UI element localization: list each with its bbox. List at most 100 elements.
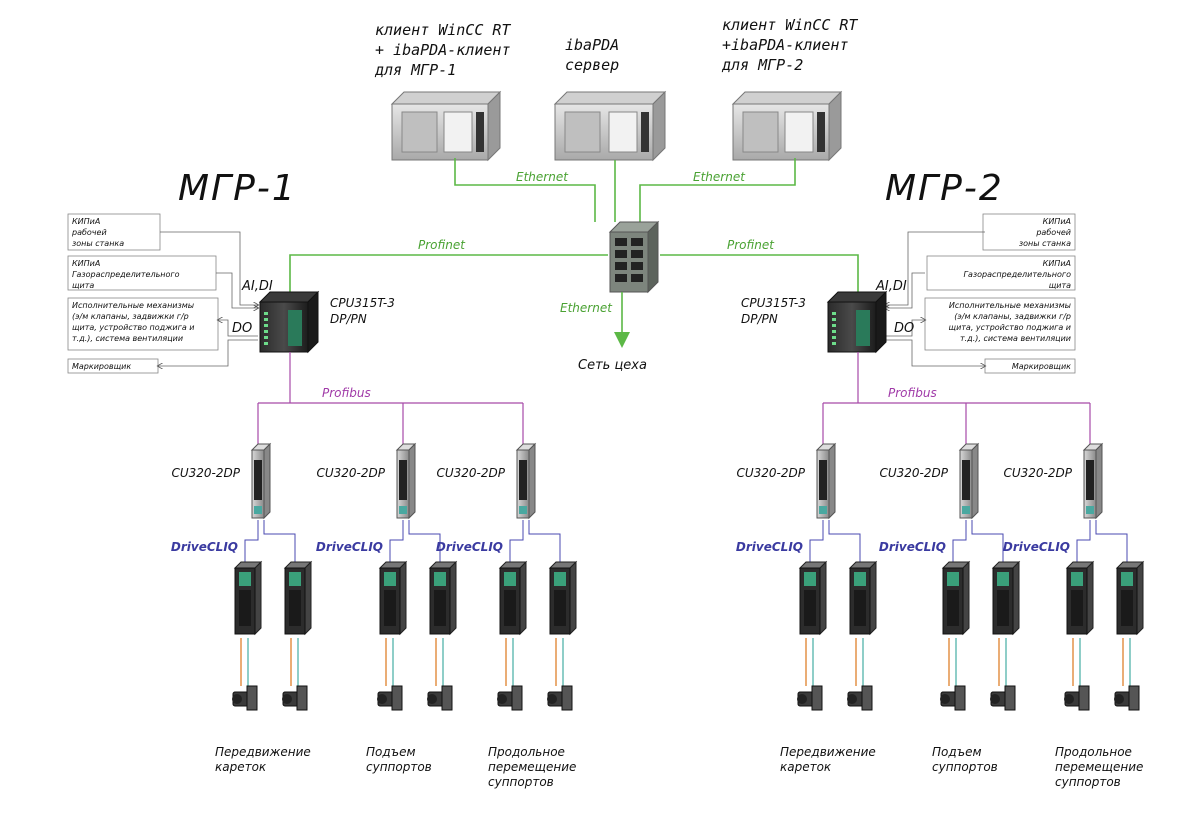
box-text-line: Маркировщик <box>1012 362 1071 371</box>
box-kipia-work-zone: КИПиА рабочей зоны станка <box>982 213 1076 251</box>
drivecliq-link <box>244 520 296 566</box>
cu320-module-icon <box>395 442 417 520</box>
axis-label: Передвижение <box>215 745 311 759</box>
io-connectors <box>158 231 258 366</box>
motor-module-icon <box>991 560 1021 636</box>
io-output-label: DO <box>894 321 914 336</box>
cpu-label-2: DP/PN <box>741 312 778 326</box>
box-text-line: рабочей <box>1035 228 1071 237</box>
drivecliq-label: DriveCLIQ <box>316 540 383 554</box>
cu320-label: CU320-2DP <box>736 466 805 480</box>
drivecliq-label: DriveCLIQ <box>1003 540 1070 554</box>
axis-label: кареток <box>780 760 832 774</box>
cu320-label: CU320-2DP <box>1003 466 1072 480</box>
motor-cable <box>290 638 299 686</box>
drivecliq-label: DriveCLIQ <box>736 540 803 554</box>
axis-label: суппортов <box>932 760 998 774</box>
motor-module-icon <box>798 560 828 636</box>
box-text-line: (э/м клапаны, задвижки г/р <box>954 312 1071 321</box>
box-text-line: щита <box>1049 281 1071 290</box>
profinet-links <box>289 254 859 300</box>
box-text-line: (э/м клапаны, задвижки г/р <box>72 312 189 321</box>
ethernet-label-right: Ethernet <box>693 170 746 184</box>
io-output-label: DO <box>232 321 252 336</box>
motor-module-icon <box>378 560 408 636</box>
profibus-label: Profibus <box>888 386 937 400</box>
box-marker: Маркировщик <box>984 358 1076 374</box>
cpu-label-2: DP/PN <box>330 312 367 326</box>
profibus-label: Profibus <box>322 386 371 400</box>
motor-cable <box>555 638 564 686</box>
plc-cpu-icon <box>258 290 320 354</box>
cu320-module-icon <box>1082 442 1104 520</box>
box-text-line: КИПиА <box>72 217 100 226</box>
profibus-bus <box>257 352 524 446</box>
servo-motor-icon <box>427 685 453 711</box>
server-right-line-1: клиент WinCC RT <box>722 16 858 34</box>
ethernet-label-left: Ethernet <box>516 170 569 184</box>
axis-label: Подъем <box>366 745 416 759</box>
box-text-line: КИПиА <box>1043 217 1071 226</box>
cu320-module-icon <box>515 442 537 520</box>
box-text-line: щита, устройство поджига и <box>72 323 194 332</box>
servo-motor-icon <box>990 685 1016 711</box>
servo-motor-icon <box>1064 685 1090 711</box>
servo-motor-icon <box>377 685 403 711</box>
drivecliq-label: DriveCLIQ <box>436 540 503 554</box>
server-rack-left-icon <box>390 90 502 162</box>
box-text-line: Исполнительные механизмы <box>949 301 1071 310</box>
drivecliq-label: DriveCLIQ <box>879 540 946 554</box>
drivecliq-link <box>1076 520 1128 566</box>
server-right: клиент WinCC RT +ibaPDA-клиент для МГР-2 <box>721 16 858 162</box>
server-right-line-3: для МГР-2 <box>721 56 803 74</box>
profinet-label-right: Profinet <box>727 238 775 252</box>
server-left-line-2: + ibaPDA-клиент <box>375 41 510 59</box>
motor-module-icon <box>233 560 263 636</box>
servo-motor-icon <box>282 685 308 711</box>
drivecliq-link <box>809 520 861 566</box>
motor-module-icon <box>283 560 313 636</box>
box-text-line: зоны станка <box>1019 239 1071 248</box>
server-left-line-1: клиент WinCC RT <box>375 21 511 39</box>
server-center-line-1: ibaPDA <box>565 36 619 54</box>
motor-cable <box>240 638 249 686</box>
axis-label: кареток <box>215 760 267 774</box>
server-right-line-2: +ibaPDA-клиент <box>722 36 848 54</box>
axis-label: суппортов <box>1055 775 1121 789</box>
motor-module-icon <box>498 560 528 636</box>
box-text-line: т.д.), система вентиляции <box>960 334 1071 343</box>
axis-label: перемещение <box>1055 760 1143 774</box>
axis-label: Передвижение <box>780 745 876 759</box>
server-rack-right-icon <box>731 90 843 162</box>
axis-label: перемещение <box>488 760 576 774</box>
io-input-label: AI,DI <box>241 279 273 294</box>
drivecliq-link <box>389 520 441 566</box>
cu320-label: CU320-2DP <box>436 466 505 480</box>
server-center: ibaPDA сервер <box>553 36 667 162</box>
axis-label: суппортов <box>488 775 554 789</box>
motor-module-icon <box>1065 560 1095 636</box>
line-title: МГР-2 <box>885 168 1004 209</box>
box-kipia-gas-panel: КИПиА Газораспределительного щита <box>926 255 1076 291</box>
line-title: МГР-1 <box>178 168 297 209</box>
box-text-line: КИПиА <box>1043 259 1071 268</box>
motor-cable <box>1122 638 1131 686</box>
servo-motor-icon <box>940 685 966 711</box>
server-center-line-2: сервер <box>565 56 619 74</box>
motor-cable <box>385 638 394 686</box>
motor-cable <box>998 638 1007 686</box>
cu320-label: CU320-2DP <box>879 466 948 480</box>
motor-cable <box>435 638 444 686</box>
io-connectors <box>885 231 985 366</box>
axis-label: Продольное <box>488 745 565 759</box>
box-text-line: Газораспределительного <box>963 270 1071 279</box>
box-actuators: Исполнительные механизмы(э/м клапаны, за… <box>67 297 219 351</box>
ethernet-links <box>454 158 796 222</box>
box-actuators: Исполнительные механизмы (э/м клапаны, за… <box>924 297 1076 351</box>
profinet-label-left: Profinet <box>418 238 466 252</box>
motor-cable <box>1072 638 1081 686</box>
cpu-label-1: CPU315T-3 <box>330 296 395 310</box>
